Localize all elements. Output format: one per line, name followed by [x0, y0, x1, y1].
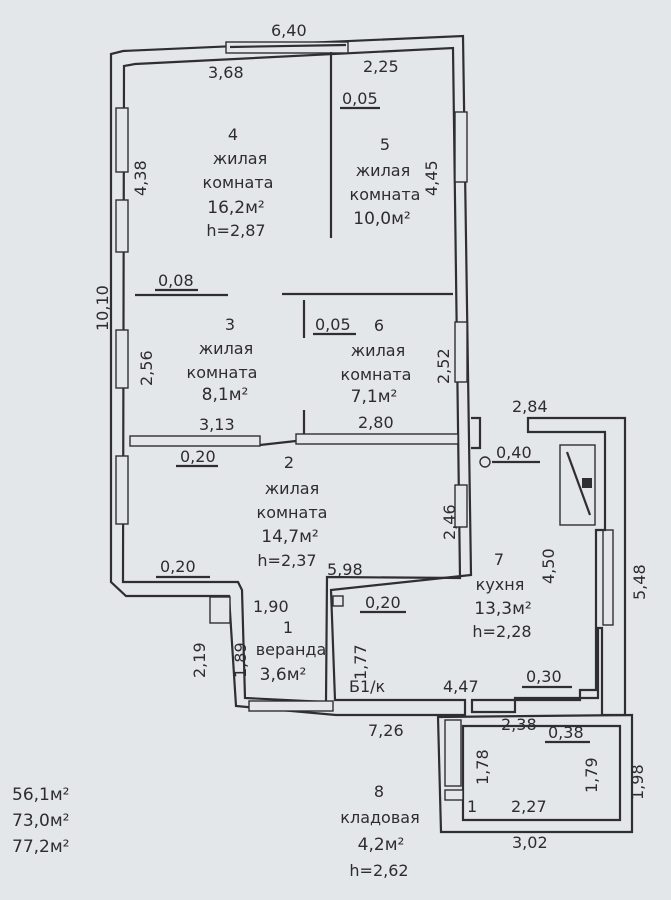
dim-storage-inner-bottom: 2,27 — [511, 797, 547, 816]
room-8: 8 кладовая 4,2м² h=2,62 — [340, 782, 419, 880]
dim-storage-bottom: 3,02 — [512, 833, 548, 852]
room-name: кухня — [476, 575, 525, 594]
dim-partition-4-3: 0,08 — [158, 271, 194, 290]
dim-storage-wall: 0,38 — [548, 723, 584, 742]
room-1: 1 веранда 3,6м² — [256, 618, 327, 685]
area-totals: 56,1м² 73,0м² 77,2м² — [12, 785, 70, 857]
room-2: 2 жилая комната 14,7м² h=2,37 — [257, 453, 328, 570]
dim-veranda-wall: 0,20 — [365, 593, 401, 612]
dim-veranda-left-inner: 1,89 — [231, 642, 250, 678]
room-area: 10,0м² — [353, 209, 411, 229]
dim-left-overall: 10,10 — [93, 285, 112, 331]
dim-veranda-width: 1,90 — [253, 597, 289, 616]
dim-kitchen-wall-top: 0,40 — [496, 443, 532, 462]
room-4: 4 жилая комната 16,2м² h=2,87 — [203, 125, 274, 240]
dim-right-room6: 2,52 — [434, 348, 453, 384]
total-living-area: 56,1м² — [12, 785, 70, 805]
room-number: 7 — [494, 550, 504, 569]
room-area: 14,7м² — [261, 527, 319, 547]
room-name: комната — [341, 365, 412, 384]
partitions — [129, 52, 459, 447]
room-area: 8,1м² — [202, 385, 249, 405]
exterior-walls — [109, 34, 473, 717]
dim-storage-left: 1,78 — [473, 749, 492, 785]
dim-kitchen-right: 5,48 — [630, 564, 649, 600]
room-name: кладовая — [340, 808, 419, 827]
room-3: 3 жилая комната 8,1м² — [187, 315, 258, 405]
room-name: комната — [203, 173, 274, 192]
dim-room4-width: 3,68 — [208, 63, 244, 82]
dim-kitchen-bottom: 4,47 — [443, 677, 479, 696]
room-number: 3 — [225, 315, 235, 334]
room-number: 6 — [374, 316, 384, 335]
dim-top-overall: 6,40 — [271, 21, 307, 40]
dim-right-room5: 4,45 — [422, 160, 441, 196]
dim-bottom-room2: 5,98 — [327, 560, 363, 579]
room-area: 4,2м² — [358, 835, 405, 855]
dim-room6-width: 2,80 — [358, 413, 394, 432]
room-name: веранда — [256, 640, 327, 659]
room-height: h=2,87 — [206, 221, 265, 240]
room-height: h=2,37 — [257, 551, 316, 570]
room-area: 13,3м² — [474, 599, 532, 619]
kitchen-annex — [332, 416, 634, 834]
dim-left-room4: 4,38 — [131, 160, 150, 196]
dim-veranda-right: 1,77 — [351, 644, 370, 680]
dim-storage-width-top: 2,38 — [501, 715, 537, 734]
dim-veranda-left-outer: 2,19 — [190, 642, 209, 678]
dim-b1k: Б1/к — [349, 677, 386, 696]
room-name: комната — [350, 185, 421, 204]
room-number: 2 — [284, 453, 294, 472]
dim-left-room3: 2,56 — [137, 350, 156, 386]
dim-storage-door: 1 — [467, 797, 477, 816]
dim-veranda-bottom: 7,26 — [368, 721, 404, 740]
room-6: 6 жилая комната 7,1м² — [341, 316, 412, 407]
dim-storage-inner-right: 1,79 — [582, 757, 601, 793]
dim-kitchen-left: 4,50 — [539, 548, 558, 584]
room-7: 7 кухня 13,3м² h=2,28 — [472, 550, 531, 641]
dimensions: 6,40 3,68 2,25 0,05 0,08 0,05 3,13 2,80 … — [93, 21, 649, 852]
dim-room3-width: 3,13 — [199, 415, 235, 434]
windows — [115, 41, 614, 787]
dim-partition-4-5: 0,05 — [342, 89, 378, 108]
dim-kitchen-top: 2,84 — [512, 397, 548, 416]
dim-right-room2: 2,46 — [440, 504, 459, 540]
dim-bottom-room2-wall: 0,20 — [160, 557, 196, 576]
room-name: жилая — [351, 341, 405, 360]
total-area: 77,2м² — [12, 837, 70, 857]
room-number: 4 — [228, 125, 238, 144]
room-name: комната — [257, 503, 328, 522]
room-number: 5 — [380, 135, 390, 154]
room-name: жилая — [213, 149, 267, 168]
room-name: жилая — [199, 339, 253, 358]
room-area: 7,1м² — [351, 387, 398, 407]
room-name: жилая — [356, 161, 410, 180]
room-name: жилая — [265, 479, 319, 498]
room-area: 3,6м² — [260, 665, 307, 685]
room-number: 1 — [283, 618, 293, 637]
room-number: 8 — [374, 782, 384, 801]
total-useful-area: 73,0м² — [12, 811, 70, 831]
dim-room5-width: 2,25 — [363, 57, 399, 76]
dim-partition-3-2: 0,20 — [180, 447, 216, 466]
room-area: 16,2м² — [207, 198, 265, 218]
dim-kitchen-wall-bottom: 0,30 — [526, 667, 562, 686]
room-height: h=2,62 — [349, 861, 408, 880]
room-height: h=2,28 — [472, 622, 531, 641]
dim-partition-3-6: 0,05 — [315, 315, 351, 334]
dim-storage-right: 1,98 — [628, 764, 647, 800]
room-name: комната — [187, 363, 258, 382]
room-5: 5 жилая комната 10,0м² — [350, 135, 421, 229]
